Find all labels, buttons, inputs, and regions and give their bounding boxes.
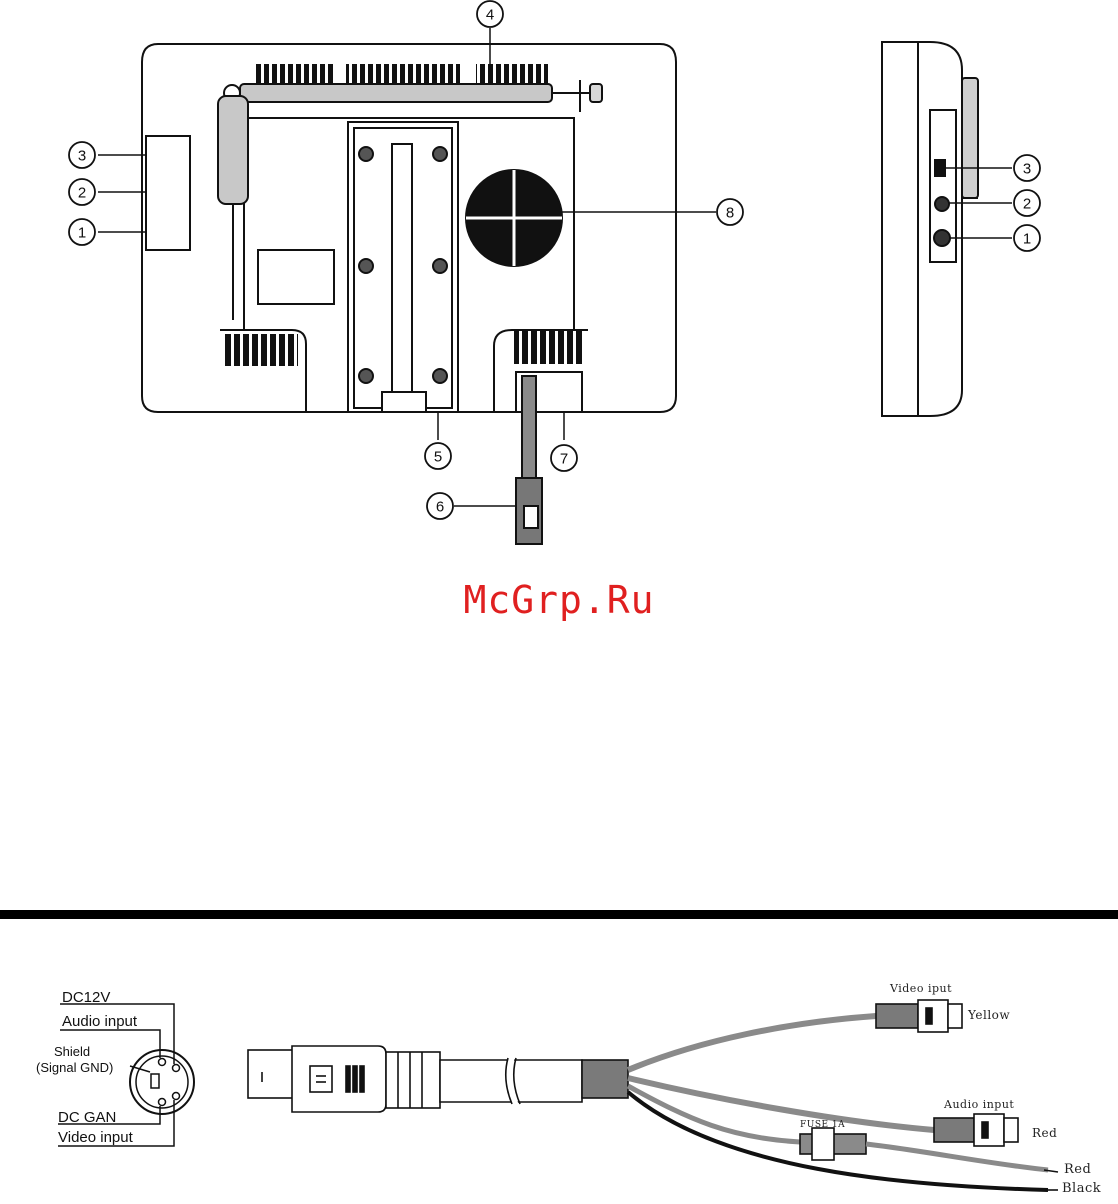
pin-label-signal-gnd: (Signal GND) — [36, 1060, 113, 1076]
pin-label-dc12v: DC12V — [62, 990, 110, 1006]
cable-label-red-audio: Red — [1032, 1126, 1057, 1140]
cable-label-yellow: Yellow — [968, 1008, 1010, 1022]
monitor-side-view — [882, 42, 978, 416]
callout-number: 1 — [1023, 231, 1031, 248]
pin-label-audio-input: Audio input — [62, 1014, 137, 1030]
pin-label-dc-gan: DC GAN — [58, 1110, 116, 1126]
callout-number: 5 — [434, 449, 442, 466]
callout-number: 7 — [560, 451, 568, 468]
callout-number: 3 — [78, 148, 86, 165]
section-divider — [0, 910, 1118, 919]
callout-number: 8 — [726, 205, 734, 222]
callout-number: 4 — [486, 7, 494, 24]
cable-label-fuse: FUSE 1A — [800, 1120, 845, 1130]
cable-label-video: Video iput — [890, 982, 952, 995]
callout-number: 2 — [78, 185, 86, 202]
pin-label-shield: Shield — [54, 1044, 90, 1060]
callout-number: 2 — [1023, 196, 1031, 213]
callout-number: 3 — [1023, 161, 1031, 178]
cable-label-red-power: Red — [1064, 1162, 1091, 1177]
callout-number: 1 — [78, 225, 86, 242]
pin-label-video-input: Video input — [58, 1130, 133, 1146]
watermark-text: McGrp.Ru — [0, 578, 1118, 622]
cable-label-black-power: Black — [1062, 1181, 1101, 1196]
monitor-rear-view — [142, 44, 676, 544]
cable-label-audio: Audio input — [944, 1098, 1014, 1111]
av-power-cable — [248, 1000, 1058, 1190]
callout-number: 6 — [436, 499, 444, 516]
